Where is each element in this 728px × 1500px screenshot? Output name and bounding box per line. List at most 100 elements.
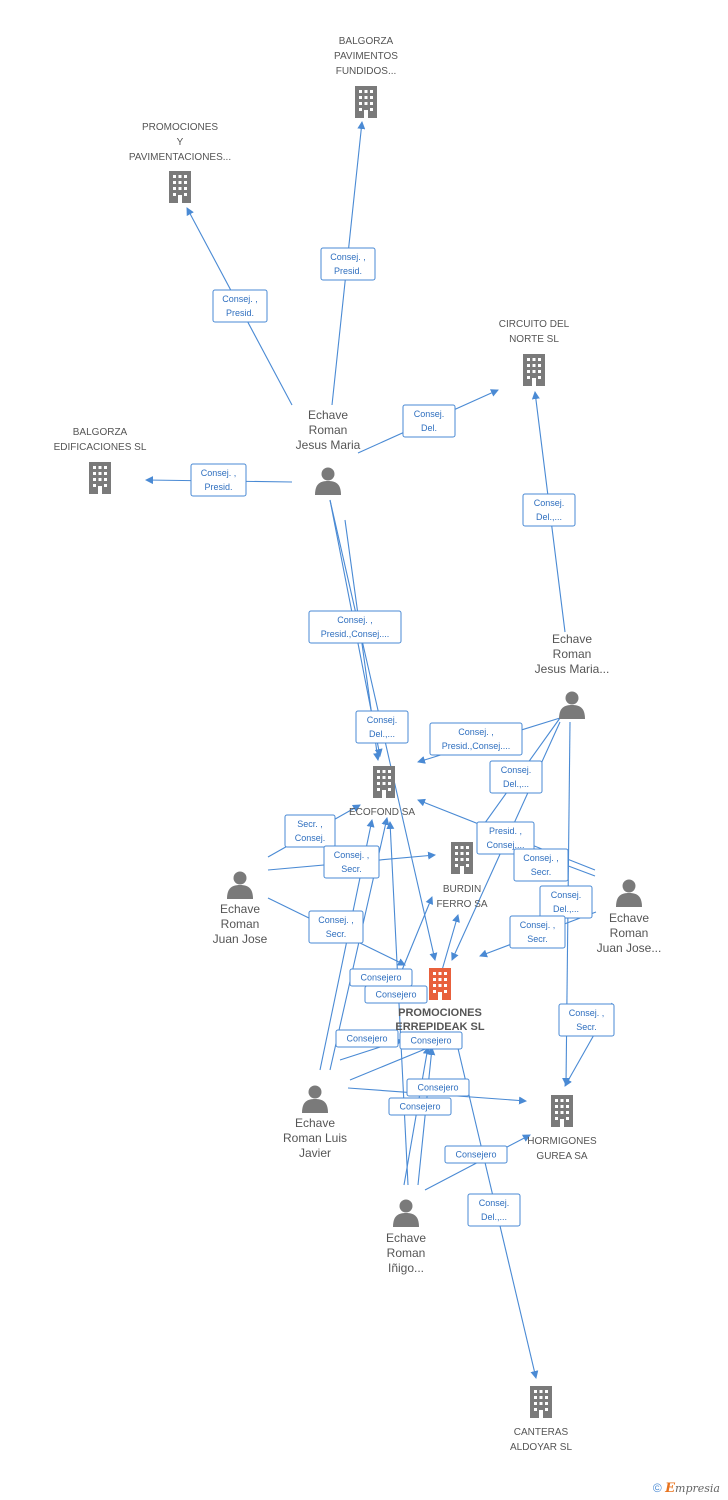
node-label-line: ECOFOND SA bbox=[349, 807, 415, 818]
node-promo_pav[interactable]: PROMOCIONESYPAVIMENTACIONES... bbox=[129, 122, 231, 203]
node-p_inigo[interactable]: EchaveRomanIñigo... bbox=[386, 1199, 426, 1276]
edge-label-l25[interactable]: Consej.Del.,... bbox=[467, 1193, 521, 1227]
copyright-icon: © bbox=[652, 1481, 662, 1495]
node-label-line: PAVIMENTACIONES... bbox=[129, 152, 231, 163]
edge-label-l16[interactable]: Consej. ,Secr. bbox=[509, 915, 566, 949]
node-main[interactable]: PROMOCIONES ERREPIDEAK SL bbox=[395, 968, 485, 1033]
edge-label-l7[interactable]: Consej.Del.,... bbox=[355, 710, 409, 744]
building-icon[interactable] bbox=[89, 462, 111, 494]
edge-label-box bbox=[320, 247, 376, 281]
building-icon[interactable] bbox=[523, 354, 545, 386]
edge-label-l22[interactable]: Consejero bbox=[388, 1097, 452, 1116]
node-label-line: NORTE SL bbox=[509, 334, 559, 345]
node-label-line: EDIFICACIONES SL bbox=[54, 442, 147, 453]
person-icon[interactable] bbox=[315, 467, 341, 496]
building-icon[interactable] bbox=[551, 1095, 573, 1127]
edge-label-box bbox=[335, 1029, 399, 1048]
edge-label-box bbox=[284, 814, 336, 848]
edge-label-l11[interactable]: Consej. ,Secr. bbox=[323, 845, 380, 879]
edge-label-box bbox=[444, 1145, 508, 1164]
edge-label-box bbox=[429, 722, 523, 756]
edge-label-box bbox=[406, 1078, 470, 1097]
edge-label-text: Consej. bbox=[295, 833, 326, 843]
edge-label-l9[interactable]: Consej.Del.,... bbox=[489, 760, 543, 794]
building-icon[interactable] bbox=[355, 86, 377, 118]
edge-label-l24[interactable]: Consej. , Secr. bbox=[558, 1003, 615, 1037]
main-building-icon[interactable] bbox=[429, 968, 451, 1000]
node-ecofond[interactable]: ECOFOND SA bbox=[349, 766, 415, 818]
node-label-line: FUNDIDOS... bbox=[336, 66, 397, 77]
edge-label-box bbox=[489, 760, 543, 794]
node-label-line: ERREPIDEAK SL bbox=[395, 1021, 485, 1033]
edge-label-l5[interactable]: Consej.Del.,... bbox=[522, 493, 576, 527]
nodes-layer: BALGORZA PAVIMENTOS FUNDIDOS... PROMOCIONES… bbox=[54, 36, 662, 1453]
edge-label-l19[interactable]: Consejero bbox=[335, 1029, 399, 1048]
node-label-line: Echave bbox=[609, 911, 649, 925]
person-icon[interactable] bbox=[559, 691, 585, 720]
node-label-line: PROMOCIONES bbox=[398, 1007, 482, 1019]
edge-label-l6[interactable]: Consej. ,Presid.,Consej.... bbox=[308, 610, 402, 644]
node-balgorza_edif[interactable]: BALGORZA EDIFICACIONES SL bbox=[54, 427, 147, 494]
edge-label-l17[interactable]: Consejero bbox=[349, 968, 413, 987]
edge-label-box bbox=[308, 910, 364, 944]
edge-label-text: Secr. bbox=[576, 1022, 597, 1032]
edge-label-l21[interactable]: Consejero bbox=[406, 1078, 470, 1097]
edge-label-l10[interactable]: Secr. , Consej. bbox=[284, 814, 336, 848]
edge-label-text: Consejero bbox=[375, 990, 416, 1000]
edge-line bbox=[417, 1047, 436, 1186]
edge-label-l23[interactable]: Consejero bbox=[444, 1145, 508, 1164]
building-icon[interactable] bbox=[169, 171, 191, 203]
node-label-line: Jesus Maria... bbox=[535, 662, 610, 676]
edge-label-l2[interactable]: Consej. ,Presid. bbox=[212, 289, 268, 323]
edge-label-l18[interactable]: Consejero bbox=[364, 985, 428, 1004]
building-icon[interactable] bbox=[373, 766, 395, 798]
node-label-line: Roman Luis bbox=[283, 1131, 347, 1145]
edge-label-text: Consejero bbox=[360, 973, 401, 983]
node-balgorza_pav[interactable]: BALGORZAPAVIMENTOSFUNDIDOS... bbox=[334, 36, 398, 118]
edge-label-text: Secr. bbox=[326, 929, 347, 939]
edge-label-text: Consejero bbox=[455, 1150, 496, 1160]
edge-label-text: Consej. , bbox=[334, 850, 370, 860]
person-icon[interactable] bbox=[393, 1199, 419, 1228]
node-label-line: Echave bbox=[386, 1231, 426, 1245]
edge-label-l4[interactable]: Consej. ,Presid. bbox=[190, 463, 247, 497]
edge-label-text: Consej. , bbox=[520, 920, 556, 930]
building-icon[interactable] bbox=[451, 842, 473, 874]
edge-label-l14[interactable]: Consej.Del.,... bbox=[539, 885, 593, 919]
person-icon[interactable] bbox=[227, 871, 253, 900]
person-icon[interactable] bbox=[616, 879, 642, 908]
person-icon[interactable] bbox=[302, 1085, 328, 1114]
node-label-line: PAVIMENTOS bbox=[334, 51, 398, 62]
edge-label-text: Consej. , bbox=[318, 915, 354, 925]
edge-label-l20[interactable]: Consejero bbox=[399, 1031, 463, 1050]
edge-label-text: Del.,... bbox=[481, 1212, 507, 1222]
edge-label-box bbox=[388, 1097, 452, 1116]
edge-label-l15[interactable]: Consej. , Secr. bbox=[308, 910, 364, 944]
edge-label-text: Secr. , bbox=[297, 819, 323, 829]
edge-label-text: Consej. , bbox=[569, 1008, 605, 1018]
building-icon[interactable] bbox=[530, 1386, 552, 1418]
node-label-line: BALGORZA bbox=[73, 427, 128, 438]
edge-label-box bbox=[399, 1031, 463, 1050]
footer-brand: © Empresia bbox=[653, 1481, 720, 1496]
edge-label-l12[interactable]: Presid. ,Consej.... bbox=[476, 821, 535, 855]
edge-label-text: Consej. , bbox=[201, 468, 237, 478]
edge-label-l13[interactable]: Consej. ,Secr. bbox=[513, 848, 569, 882]
edge-label-box bbox=[476, 821, 535, 855]
edge-label-text: Consej. , bbox=[458, 727, 494, 737]
node-label-line: Javier bbox=[299, 1146, 331, 1160]
empresia-logo[interactable]: Empresia bbox=[665, 1481, 720, 1496]
edge-label-l3[interactable]: Consej.Del. bbox=[402, 404, 456, 438]
edge-label-l8[interactable]: Consej. ,Presid.,Consej.... bbox=[429, 722, 523, 756]
edge-label-l1[interactable]: Consej. ,Presid. bbox=[320, 247, 376, 281]
